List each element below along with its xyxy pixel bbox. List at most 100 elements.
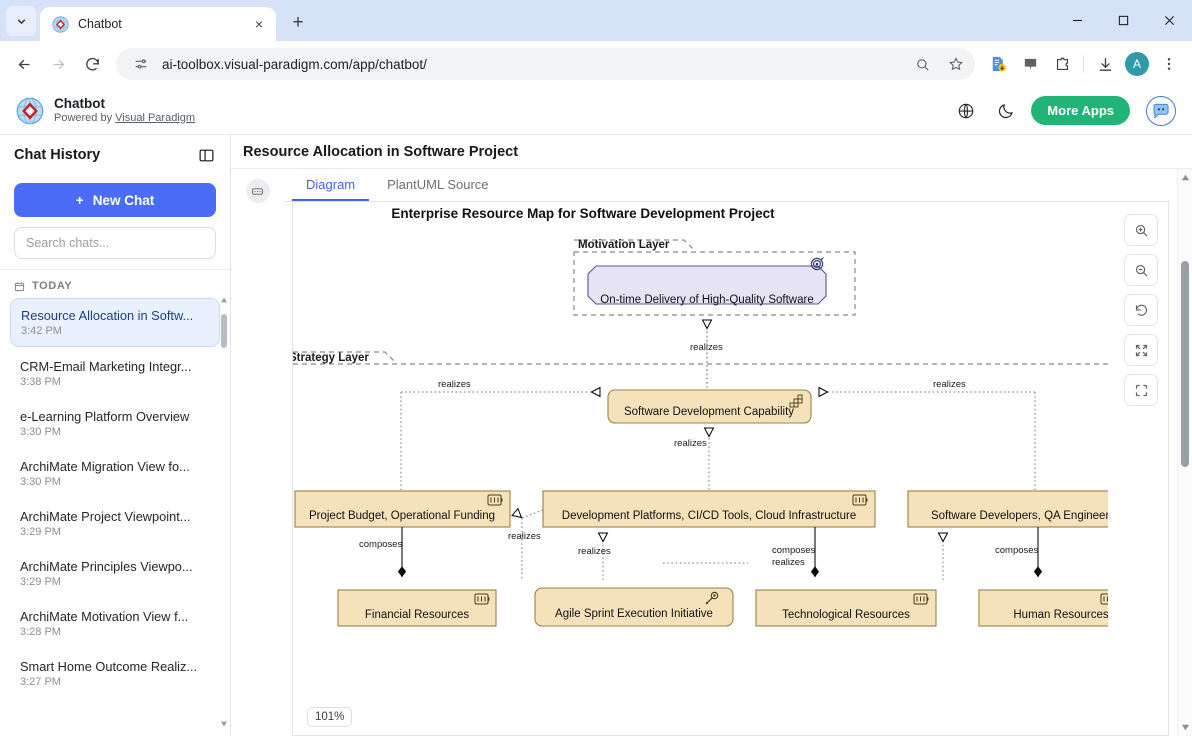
scroll-up-arrow-icon[interactable] [220, 296, 228, 304]
sidebar-collapse-button[interactable] [196, 145, 216, 165]
app-title-block: Chatbot Powered by Visual Paradigm [54, 96, 195, 124]
diagram-node-res2[interactable]: Development Platforms, CI/CD Tools, Clou… [542, 490, 876, 528]
fullscreen-icon [1135, 344, 1147, 356]
strategy-layer-tab [293, 351, 395, 362]
fullscreen-button[interactable] [1124, 334, 1158, 366]
scroll-down-arrow-icon[interactable] [220, 720, 228, 728]
language-button[interactable] [951, 96, 981, 126]
scroll-down-arrow-icon[interactable] [1181, 723, 1190, 732]
chat-item-time: 3:38 PM [20, 376, 61, 388]
more-apps-button[interactable]: More Apps [1031, 96, 1130, 125]
sidebar-header: Chat History [0, 135, 230, 175]
chat-list-item[interactable]: ArchiMate Motivation View f...3:28 PM [10, 600, 220, 647]
window-minimize-button[interactable] [1054, 0, 1100, 41]
res3-node-label: Software Developers, QA Engineers [931, 510, 1108, 522]
chat-group-today: TODAY [0, 270, 230, 298]
tab-plantuml-source[interactable]: PlantUML Source [387, 177, 489, 192]
profile-button[interactable]: A [1122, 49, 1152, 79]
new-chat-button[interactable]: + New Chat [14, 183, 216, 217]
search-chats-input[interactable] [14, 227, 216, 259]
diagram-node-capability[interactable]: Software Development Capability [607, 389, 812, 424]
diagram-node-human[interactable]: Human Resources [978, 589, 1108, 627]
globe-icon [958, 103, 974, 118]
chat-item-name: CRM-Email Marketing Integr... [20, 359, 192, 374]
edge-label-composes-1: composes [359, 539, 403, 550]
window-close-button[interactable] [1146, 0, 1192, 41]
address-bar[interactable]: ai-toolbox.visual-paradigm.com/app/chatb… [116, 48, 975, 80]
res1-node-label: Project Budget, Operational Funding [309, 510, 495, 522]
diagram-node-agile[interactable]: Agile Sprint Execution Initiative [534, 587, 734, 627]
course-of-action-icon [705, 591, 719, 605]
chat-list-item[interactable]: Smart Home Outcome Realiz...3:27 PM [10, 650, 220, 697]
chat-item-time: 3:29 PM [20, 526, 61, 538]
tab-search-button[interactable] [6, 6, 36, 36]
site-settings-icon[interactable] [128, 51, 154, 77]
toolbar-divider [1083, 55, 1084, 73]
sidebar-scrollbar[interactable] [220, 296, 228, 728]
diagram-node-res3[interactable]: Software Developers, QA Engineers [907, 490, 1108, 528]
diagram-canvas[interactable]: Enterprise Resource Map for Software Dev… [292, 202, 1169, 736]
browser-chrome: Chatbot × + [0, 0, 1192, 87]
zoom-in-button[interactable] [1124, 214, 1158, 246]
zoom-level-badge: 101% [307, 707, 353, 727]
edge-label-realizes-agile2: realizes [578, 546, 611, 557]
diagram-node-goal[interactable]: On-time Delivery of High-Quality Softwar… [587, 257, 827, 307]
fit-frame-button[interactable] [1124, 374, 1158, 406]
chat-item-name: ArchiMate Project Viewpoint... [20, 509, 191, 524]
diagram-node-technological[interactable]: Technological Resources [755, 589, 937, 627]
chat-list-item[interactable]: Resource Allocation in Softw...3:42 PM [10, 298, 220, 347]
chatbot-avatar-button[interactable] [1146, 95, 1176, 126]
motivation-layer-label: Motivation Layer [578, 239, 670, 251]
motivation-layer-tab [574, 239, 694, 252]
diagram-node-res1[interactable]: Project Budget, Operational Funding [294, 490, 511, 528]
bookmark-star-icon[interactable] [943, 51, 969, 77]
main-title-bar: Resource Allocation in Software Project [231, 135, 1192, 169]
forward-button[interactable] [42, 48, 74, 80]
chrome-menu-button[interactable] [1154, 49, 1184, 79]
visual-paradigm-link[interactable]: Visual Paradigm [115, 111, 196, 124]
chat-list-item[interactable]: ArchiMate Migration View fo...3:30 PM [10, 450, 220, 497]
chat-item-name: Resource Allocation in Softw... [21, 308, 194, 323]
zoom-out-button[interactable] [1124, 254, 1158, 286]
strategy-layer-label: Strategy Layer [293, 352, 369, 364]
reset-zoom-button[interactable] [1124, 294, 1158, 326]
visual-paradigm-favicon [52, 15, 69, 33]
reset-icon [1135, 304, 1147, 316]
main-scroll-thumb[interactable] [1181, 261, 1189, 467]
chat-list-item[interactable]: ArchiMate Principles Viewpo...3:29 PM [10, 550, 220, 597]
main-body: Diagram PlantUML Source [231, 169, 1192, 736]
chat-list-item[interactable]: CRM-Email Marketing Integr... 3:38 PM [10, 350, 220, 397]
search-icon[interactable] [909, 51, 935, 77]
panel-toggle-icon [199, 149, 213, 161]
tab-title: Chatbot [78, 17, 122, 31]
downloads-button[interactable] [1090, 49, 1120, 79]
chat-item-time: 3:29 PM [20, 576, 61, 588]
window-maximize-button[interactable] [1100, 0, 1146, 41]
goal-node-label: On-time Delivery of High-Quality Softwar… [600, 294, 813, 306]
main-scrollbar[interactable] [1177, 169, 1192, 736]
scroll-up-arrow-icon[interactable] [1181, 173, 1190, 182]
app-body: Chat History + New Chat TODAY [0, 135, 1192, 736]
sidebar-scroll-thumb[interactable] [221, 314, 227, 348]
chat-bubble-icon [1153, 103, 1169, 119]
close-icon [1164, 15, 1174, 26]
chat-group-label: TODAY [32, 280, 73, 292]
back-button[interactable] [8, 48, 40, 80]
main-panel: Resource Allocation in Software Project … [231, 135, 1192, 736]
dark-mode-toggle[interactable] [991, 96, 1021, 126]
browser-tab-chatbot[interactable]: Chatbot × [40, 7, 276, 41]
download-extension-icon[interactable] [983, 49, 1013, 79]
new-tab-button[interactable]: + [292, 12, 304, 33]
diagram-node-financial[interactable]: Financial Resources [337, 589, 497, 627]
tab-diagram[interactable]: Diagram [292, 169, 370, 201]
window-controls [1054, 0, 1192, 41]
edge-label-realizes-agile1: realizes [508, 531, 541, 542]
chat-list-item[interactable]: ArchiMate Project Viewpoint... 3:29 PM [10, 500, 220, 547]
extensions-puzzle-icon[interactable] [1047, 49, 1077, 79]
sidebar-actions: + New Chat [0, 175, 230, 270]
tab-close-icon[interactable]: × [254, 16, 264, 32]
pin-icon[interactable] [1015, 49, 1045, 79]
reload-button[interactable] [76, 48, 108, 80]
